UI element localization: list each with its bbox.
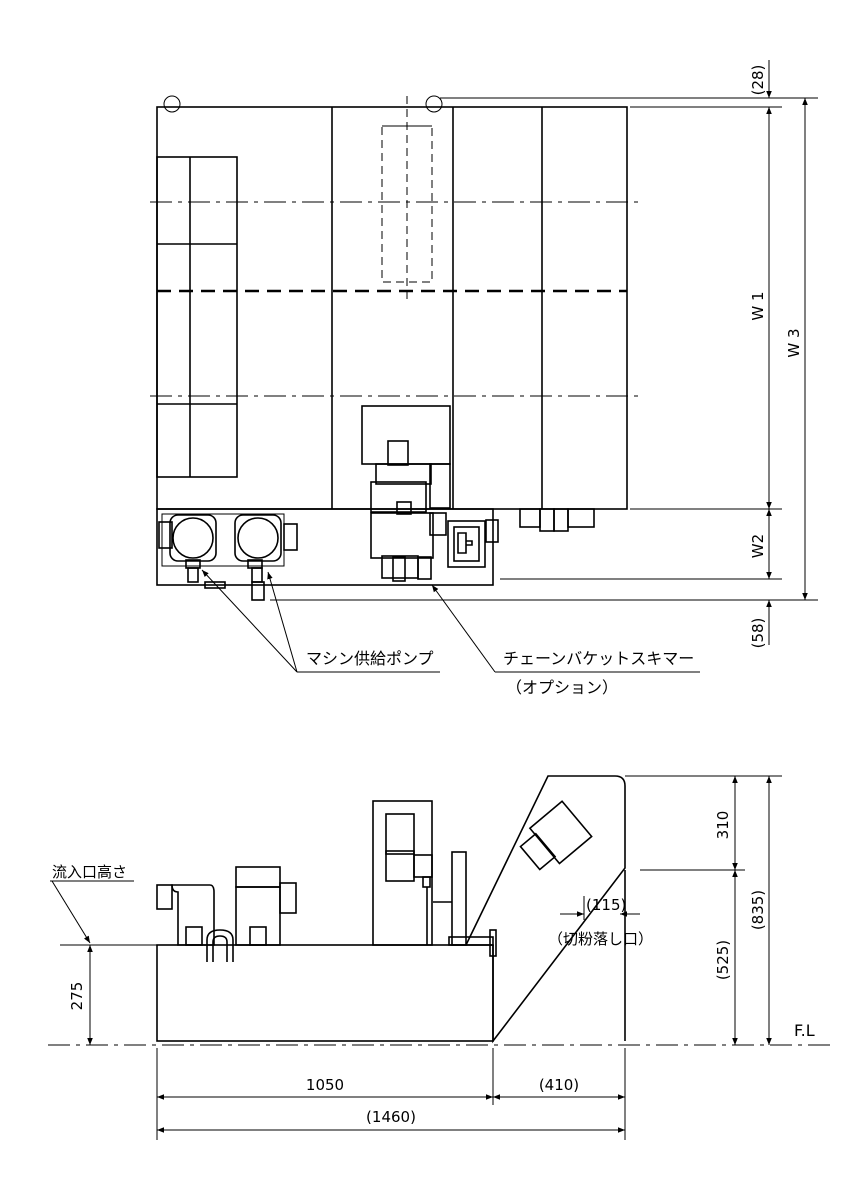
- side-view: F.L 流入口高さ 275 310 (525) (835) (115) （切粉落…: [48, 775, 830, 1140]
- dim-upper: 310: [714, 811, 732, 840]
- label-chute: （切粉落し口）: [548, 930, 653, 948]
- pump-right-top: [237, 517, 279, 559]
- pump-left-top: [172, 517, 214, 559]
- dim-conveyor-length: (410): [539, 1076, 579, 1094]
- dim-w2: W2: [749, 534, 767, 558]
- pump-left-side: [171, 884, 215, 946]
- dim-w3: W 3: [785, 328, 803, 357]
- label-option: （オプション）: [506, 678, 618, 697]
- dim-w1: W 1: [749, 291, 767, 320]
- dim-inlet: 275: [68, 982, 86, 1011]
- pump-band: [156, 508, 494, 586]
- dim-chute: (115): [586, 896, 626, 914]
- dim-lower: (525): [714, 940, 732, 980]
- lifting-eye-right: [425, 95, 443, 113]
- skimmer-column: [372, 800, 433, 946]
- lifting-eye-left: [163, 95, 181, 113]
- pump-right-side: [235, 886, 281, 946]
- label-inlet-height: 流入口高さ: [52, 863, 127, 881]
- label-skimmer: チェーンバケットスキマー: [503, 649, 694, 668]
- dim-top-offset: (28): [749, 65, 767, 96]
- tank-outline-top: [156, 106, 628, 510]
- top-view: (28) W 1 W 3 W2 (58) マシン供給ポンプ チェーンバケットスキ…: [150, 60, 818, 697]
- dim-bottom-offset: (58): [749, 618, 767, 649]
- conveyor-housing: [465, 775, 626, 1044]
- skimmer-unit: [361, 405, 451, 465]
- dim-total-height: (835): [749, 890, 767, 930]
- dim-total-length: (1460): [366, 1108, 416, 1126]
- filter-panel: [156, 156, 238, 478]
- label-floor: F.L: [794, 1021, 815, 1040]
- label-pump: マシン供給ポンプ: [306, 649, 434, 668]
- dim-tank-length: 1050: [306, 1076, 344, 1094]
